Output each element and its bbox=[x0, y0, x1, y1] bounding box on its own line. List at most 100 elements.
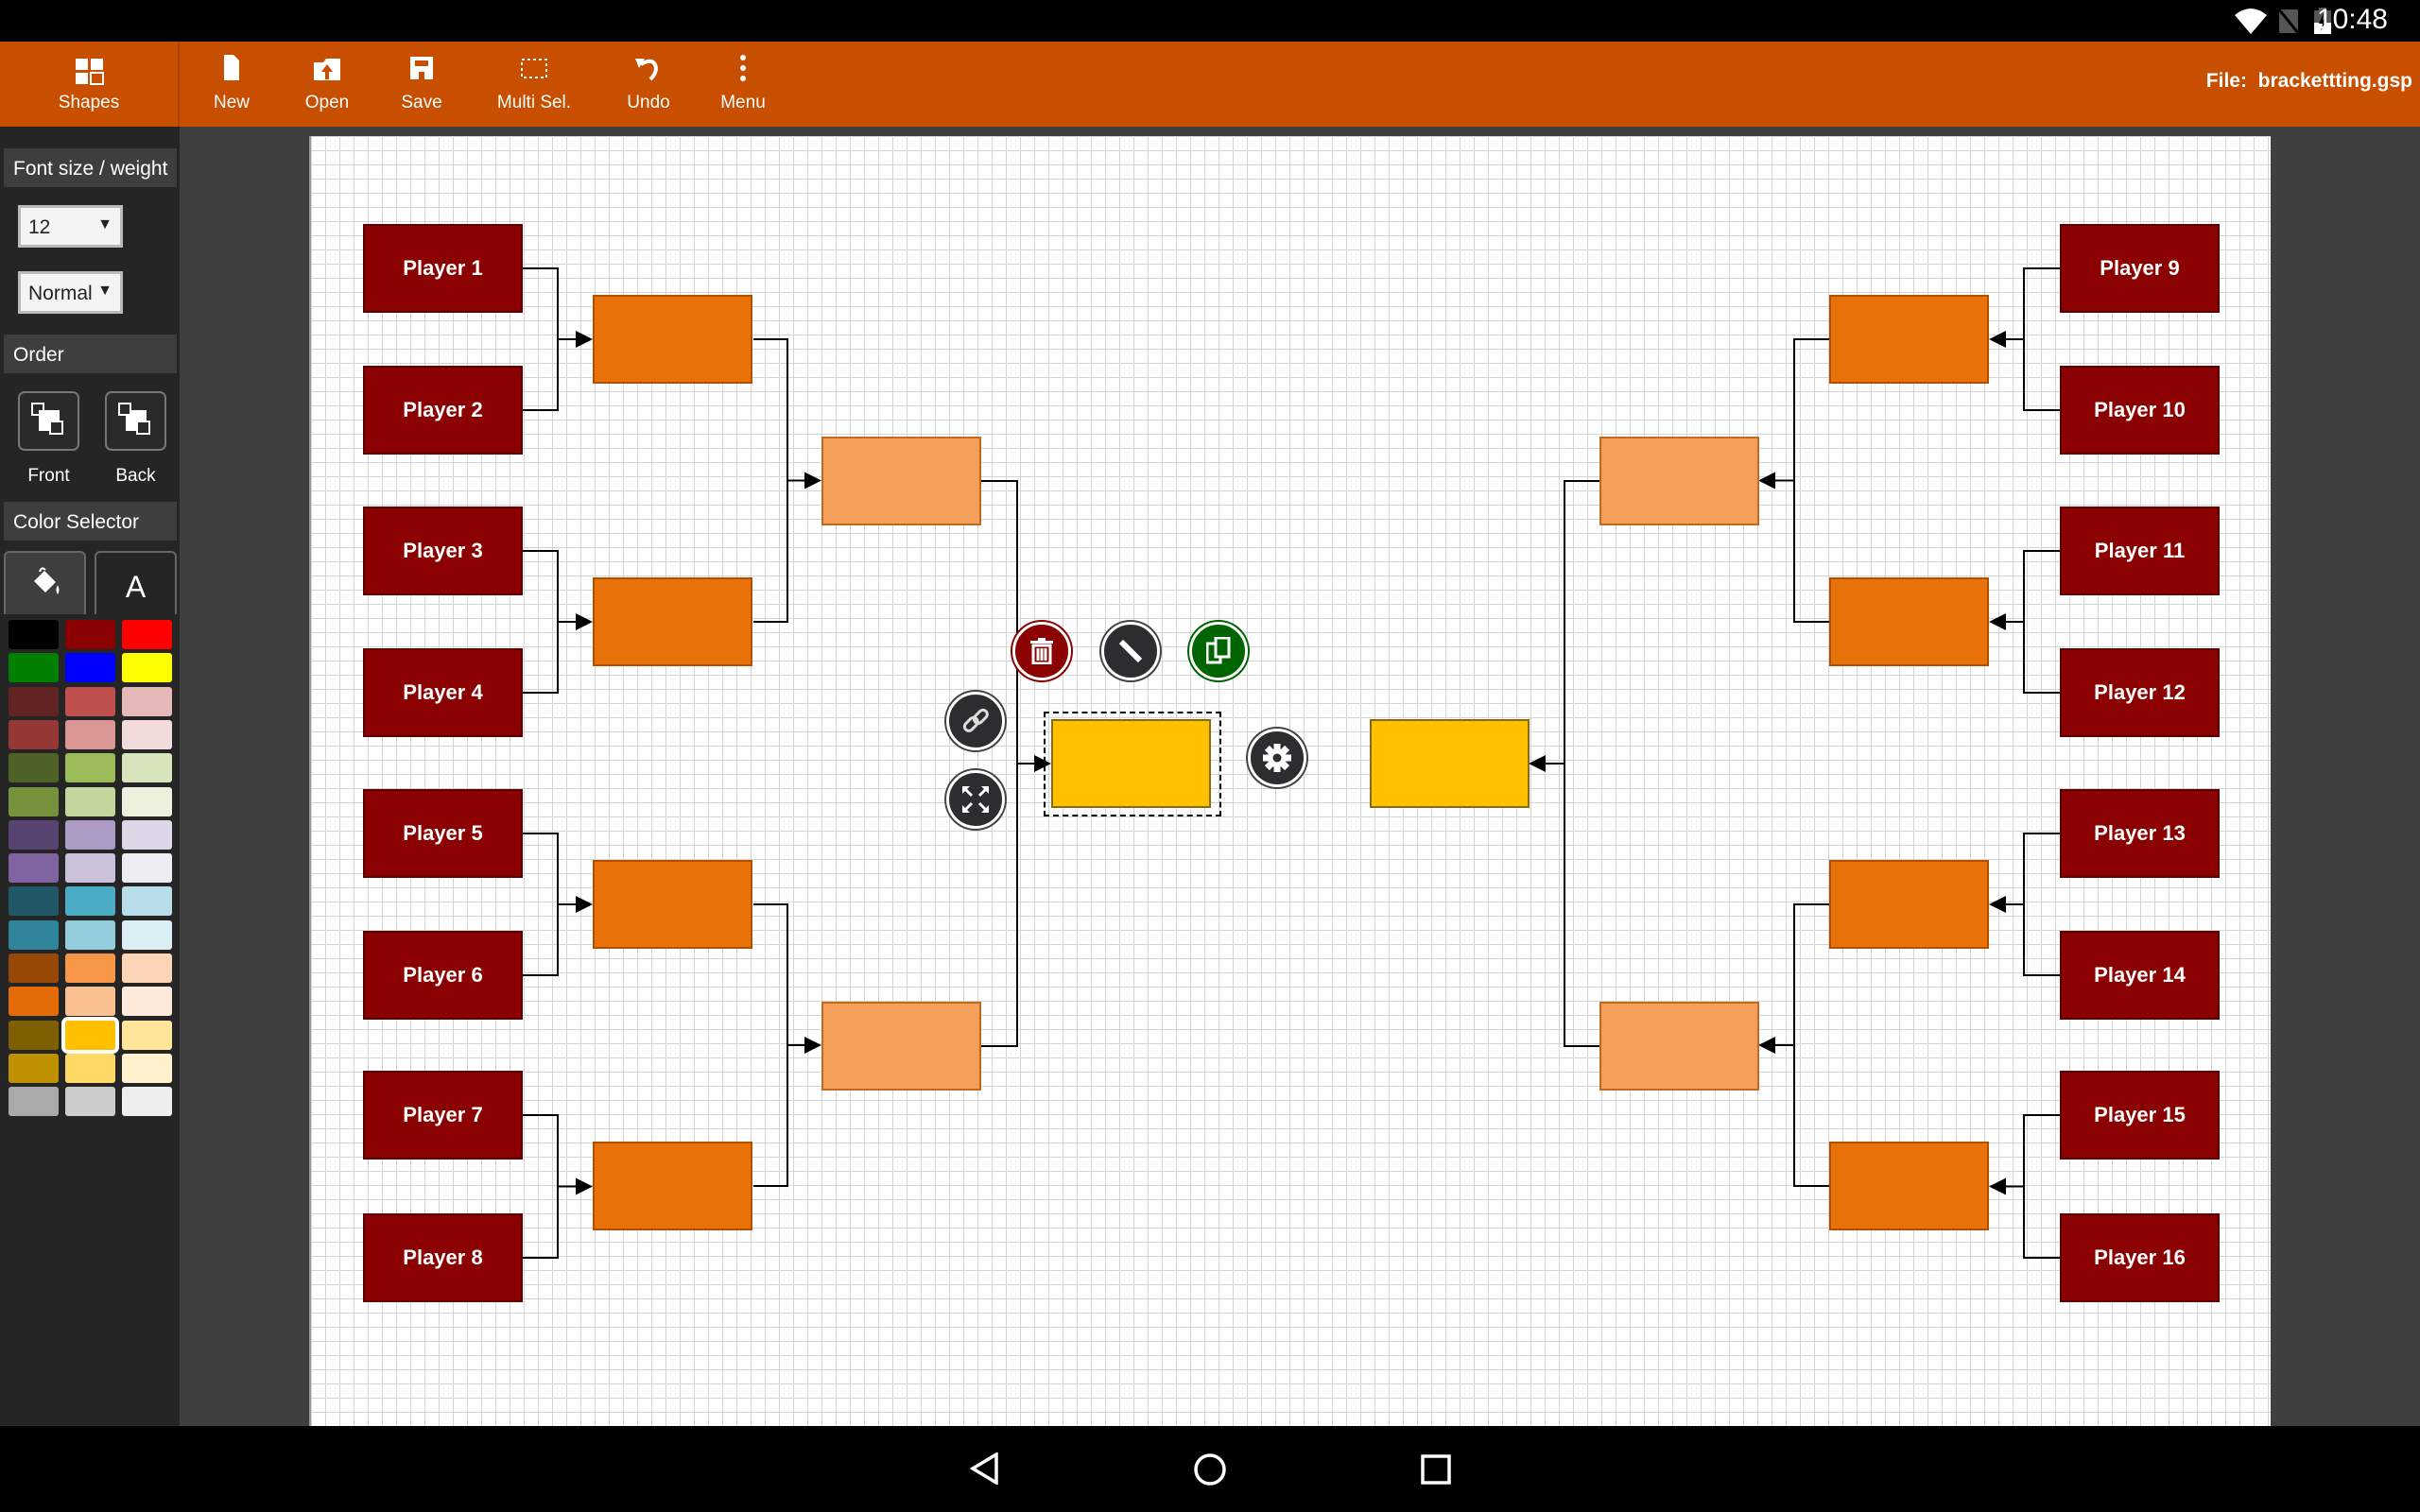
color-swatch[interactable] bbox=[9, 954, 59, 983]
color-swatch[interactable] bbox=[122, 620, 172, 649]
duplicate-button[interactable] bbox=[1189, 622, 1248, 680]
color-swatch[interactable] bbox=[65, 1053, 115, 1083]
color-swatch[interactable] bbox=[122, 1020, 172, 1050]
round2-box[interactable] bbox=[1829, 860, 1989, 949]
multi-select-button[interactable]: Multi Sel. bbox=[482, 42, 586, 127]
text-color-tab[interactable]: A bbox=[95, 551, 177, 614]
color-swatch[interactable] bbox=[122, 954, 172, 983]
multi-select-icon bbox=[521, 59, 547, 78]
color-swatch[interactable] bbox=[65, 753, 115, 783]
home-nav-icon[interactable] bbox=[1193, 1452, 1227, 1486]
player-box[interactable]: Player 7 bbox=[363, 1071, 523, 1160]
semifinal-box[interactable] bbox=[821, 437, 981, 525]
player-box[interactable]: Player 14 bbox=[2060, 931, 2220, 1020]
color-swatch[interactable] bbox=[9, 987, 59, 1017]
player-box[interactable]: Player 5 bbox=[363, 789, 523, 878]
final-box-selected[interactable] bbox=[1051, 719, 1211, 808]
color-swatch[interactable] bbox=[122, 987, 172, 1017]
color-swatch[interactable] bbox=[65, 886, 115, 917]
player-box[interactable]: Player 3 bbox=[363, 507, 523, 595]
fill-color-tab[interactable] bbox=[4, 551, 86, 614]
shapes-button[interactable]: Shapes bbox=[0, 42, 180, 127]
color-swatch[interactable] bbox=[122, 1087, 172, 1117]
semifinal-box[interactable] bbox=[821, 1002, 981, 1091]
copy-icon bbox=[1206, 637, 1231, 664]
send-back-button[interactable] bbox=[105, 391, 166, 451]
color-swatch[interactable] bbox=[9, 620, 59, 649]
round2-box[interactable] bbox=[1829, 577, 1989, 666]
undo-button[interactable]: Undo bbox=[596, 42, 700, 127]
font-weight-select[interactable]: Normal▼ bbox=[18, 271, 123, 314]
new-button[interactable]: New bbox=[180, 42, 284, 127]
color-swatch[interactable] bbox=[65, 686, 115, 716]
round2-box[interactable] bbox=[593, 860, 752, 949]
color-swatch[interactable] bbox=[9, 719, 59, 749]
color-swatch[interactable] bbox=[65, 786, 115, 816]
player-box[interactable]: Player 4 bbox=[363, 648, 523, 737]
color-swatch[interactable] bbox=[9, 1020, 59, 1050]
recents-nav-icon[interactable] bbox=[1421, 1454, 1451, 1485]
player-box[interactable]: Player 16 bbox=[2060, 1213, 2220, 1302]
color-swatch[interactable] bbox=[122, 1053, 172, 1083]
open-button[interactable]: Open bbox=[275, 42, 379, 127]
color-swatch[interactable] bbox=[9, 753, 59, 783]
menu-button[interactable]: Menu bbox=[691, 42, 795, 127]
round2-box[interactable] bbox=[593, 1142, 752, 1230]
color-swatch[interactable] bbox=[65, 719, 115, 749]
color-swatch[interactable] bbox=[122, 686, 172, 716]
semifinal-box[interactable] bbox=[1599, 1002, 1759, 1091]
player-box[interactable]: Player 10 bbox=[2060, 366, 2220, 455]
color-swatch[interactable] bbox=[65, 919, 115, 950]
delete-button[interactable] bbox=[1012, 622, 1071, 680]
player-box[interactable]: Player 6 bbox=[363, 931, 523, 1020]
color-swatch[interactable] bbox=[9, 853, 59, 884]
color-swatch[interactable] bbox=[65, 620, 115, 649]
round2-box[interactable] bbox=[1829, 1142, 1989, 1230]
color-swatch[interactable] bbox=[122, 786, 172, 816]
player-box[interactable]: Player 8 bbox=[363, 1213, 523, 1302]
player-box[interactable]: Player 2 bbox=[363, 366, 523, 455]
color-swatch[interactable] bbox=[9, 1053, 59, 1083]
player-box[interactable]: Player 1 bbox=[363, 224, 523, 313]
edit-text-button[interactable] bbox=[1101, 622, 1160, 680]
drawing-canvas[interactable]: Player 1 Player 9 Player 2 Player 10 Player … bbox=[309, 136, 2271, 1426]
color-swatch[interactable] bbox=[65, 653, 115, 683]
player-box[interactable]: Player 11 bbox=[2060, 507, 2220, 595]
color-swatch[interactable] bbox=[122, 719, 172, 749]
resize-button[interactable] bbox=[946, 770, 1005, 829]
player-box[interactable]: Player 15 bbox=[2060, 1071, 2220, 1160]
player-box[interactable]: Player 9 bbox=[2060, 224, 2220, 313]
settings-button[interactable] bbox=[1248, 729, 1306, 787]
color-swatch[interactable] bbox=[122, 819, 172, 850]
color-swatch[interactable] bbox=[122, 853, 172, 884]
bring-front-button[interactable] bbox=[18, 391, 79, 451]
player-box[interactable]: Player 13 bbox=[2060, 789, 2220, 878]
color-swatch[interactable] bbox=[9, 919, 59, 950]
font-size-select[interactable]: 12▼ bbox=[18, 205, 123, 248]
color-swatch[interactable] bbox=[65, 819, 115, 850]
color-swatch[interactable] bbox=[9, 786, 59, 816]
color-swatch[interactable] bbox=[9, 886, 59, 917]
round2-box[interactable] bbox=[593, 577, 752, 666]
color-swatch[interactable] bbox=[9, 653, 59, 683]
color-swatch[interactable] bbox=[122, 886, 172, 917]
save-button[interactable]: Save bbox=[370, 42, 474, 127]
semifinal-box[interactable] bbox=[1599, 437, 1759, 525]
color-swatch[interactable] bbox=[122, 919, 172, 950]
back-nav-icon[interactable] bbox=[970, 1452, 1000, 1485]
round2-box[interactable] bbox=[593, 295, 752, 384]
color-swatch[interactable] bbox=[9, 1087, 59, 1117]
color-swatch[interactable] bbox=[122, 753, 172, 783]
round2-box[interactable] bbox=[1829, 295, 1989, 384]
color-swatch[interactable] bbox=[65, 954, 115, 983]
player-box[interactable]: Player 12 bbox=[2060, 648, 2220, 737]
final-box[interactable] bbox=[1370, 719, 1530, 808]
color-swatch[interactable] bbox=[65, 853, 115, 884]
color-swatch[interactable] bbox=[9, 819, 59, 850]
color-swatch[interactable] bbox=[65, 987, 115, 1017]
color-swatch[interactable] bbox=[61, 1016, 119, 1054]
color-swatch[interactable] bbox=[122, 653, 172, 683]
color-swatch[interactable] bbox=[65, 1087, 115, 1117]
color-swatch[interactable] bbox=[9, 686, 59, 716]
link-button[interactable] bbox=[946, 692, 1005, 750]
